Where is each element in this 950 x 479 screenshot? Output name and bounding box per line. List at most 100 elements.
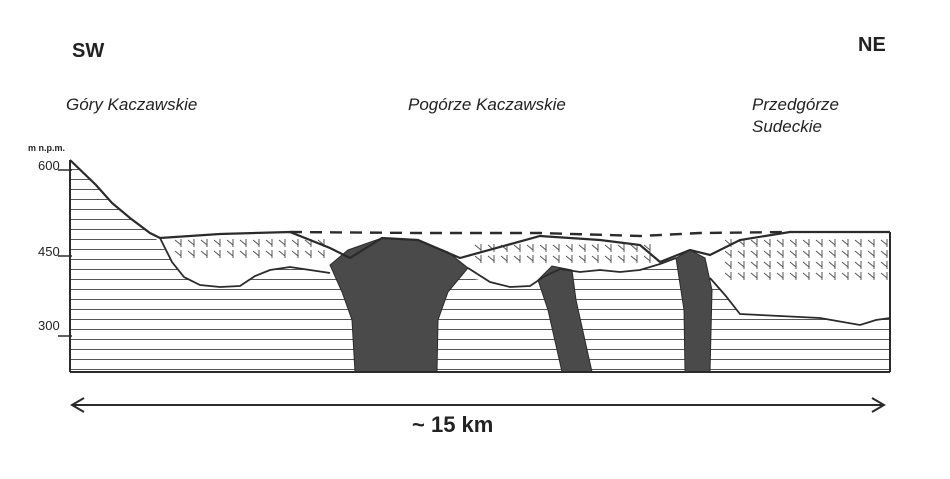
sediment-hatching xyxy=(174,239,888,280)
hatch-tick xyxy=(867,239,875,246)
hatch-tick xyxy=(867,272,875,279)
hatch-tick xyxy=(828,261,836,268)
hatch-tick xyxy=(802,239,810,246)
hatch-tick xyxy=(750,250,758,257)
cover-sediments xyxy=(160,232,330,287)
hatch-tick xyxy=(841,261,849,268)
hatch-tick xyxy=(750,239,758,246)
elevation-unit-label: m n.p.m. xyxy=(28,143,66,153)
cover-base-line xyxy=(709,277,891,326)
hatch-tick xyxy=(789,261,797,268)
hatch-tick xyxy=(789,239,797,246)
hatch-tick xyxy=(252,250,260,257)
region-przedgorze-sudeckie: Przedgórze Sudeckie xyxy=(752,94,839,138)
elevation-label-300: 300 xyxy=(38,318,60,333)
former-surface-dashed xyxy=(289,230,791,238)
hatch-tick xyxy=(724,261,732,268)
hatch-tick xyxy=(513,244,521,251)
hatch-tick xyxy=(604,255,612,262)
hatch-tick xyxy=(226,250,234,257)
hatch-tick xyxy=(187,250,195,257)
hatch-tick xyxy=(474,255,482,262)
hatch-tick xyxy=(643,255,651,262)
hatch-tick xyxy=(763,261,771,268)
hatch-tick xyxy=(278,239,286,246)
hatch-tick xyxy=(776,239,784,246)
hatch-tick xyxy=(880,261,888,268)
hatch-tick xyxy=(252,239,260,246)
hatch-tick xyxy=(763,239,771,246)
cover-sediments xyxy=(710,232,890,325)
hatch-tick xyxy=(828,272,836,279)
hatch-tick xyxy=(265,239,273,246)
hatch-tick xyxy=(776,272,784,279)
region-przedgorze-line1: Przedgórze xyxy=(752,95,839,114)
hatch-tick xyxy=(867,250,875,257)
hatch-tick xyxy=(539,255,547,262)
hatch-tick xyxy=(737,272,745,279)
hatch-tick xyxy=(854,250,862,257)
hatch-tick xyxy=(187,239,195,246)
hatch-tick xyxy=(552,244,560,251)
hatch-tick xyxy=(578,244,586,251)
hatch-tick xyxy=(565,255,573,262)
region-gory-kaczawskie: Góry Kaczawskie xyxy=(66,95,198,114)
hatch-tick xyxy=(724,250,732,257)
direction-ne-label: NE xyxy=(858,34,886,56)
hatch-tick xyxy=(630,244,638,251)
hatch-tick xyxy=(815,250,823,257)
hatch-tick xyxy=(841,272,849,279)
hatch-tick xyxy=(565,244,573,251)
hatch-tick xyxy=(526,244,534,251)
hatch-tick xyxy=(854,261,862,268)
hatch-tick xyxy=(487,255,495,262)
hatch-tick xyxy=(724,272,732,279)
hatch-tick xyxy=(604,244,612,251)
hatch-tick xyxy=(291,250,299,257)
hatch-tick xyxy=(226,239,234,246)
hatch-tick xyxy=(500,255,508,262)
surface-profile xyxy=(69,159,890,264)
hatch-tick xyxy=(304,239,312,246)
hatch-tick xyxy=(552,255,560,262)
hatch-tick xyxy=(317,250,325,257)
intrusion-dyke-1 xyxy=(537,265,593,373)
hatch-tick xyxy=(763,250,771,257)
hatch-tick xyxy=(200,239,208,246)
hatch-tick xyxy=(200,250,208,257)
hatch-tick xyxy=(802,250,810,257)
hatch-tick xyxy=(776,250,784,257)
cover-base-line xyxy=(159,237,331,288)
hatch-tick xyxy=(278,250,286,257)
hatch-tick xyxy=(841,239,849,246)
hatch-tick xyxy=(789,250,797,257)
hatch-tick xyxy=(474,244,482,251)
hatch-tick xyxy=(578,255,586,262)
direction-sw-label: SW xyxy=(72,40,105,62)
hatch-tick xyxy=(239,239,247,246)
hatch-tick xyxy=(867,261,875,268)
hatch-tick xyxy=(841,250,849,257)
hatch-tick xyxy=(880,250,888,257)
hatch-tick xyxy=(630,255,638,262)
hatch-tick xyxy=(591,244,599,251)
hatch-tick xyxy=(880,239,888,246)
hatch-tick xyxy=(304,250,312,257)
region-pogorze-kaczawskie: Pogórze Kaczawskie xyxy=(408,95,566,114)
hatch-tick xyxy=(880,272,888,279)
distance-arrowhead-right xyxy=(871,397,886,413)
hatch-tick xyxy=(854,239,862,246)
hatch-tick xyxy=(750,272,758,279)
cover-base-line xyxy=(467,257,677,288)
hatch-tick xyxy=(539,244,547,251)
hatch-tick xyxy=(802,261,810,268)
hatch-tick xyxy=(291,239,299,246)
hatch-tick xyxy=(513,255,521,262)
region-przedgorze-line2: Sudeckie xyxy=(752,117,822,136)
hatch-tick xyxy=(737,261,745,268)
hatch-tick xyxy=(828,250,836,257)
hatch-tick xyxy=(789,272,797,279)
hatch-tick xyxy=(802,272,810,279)
